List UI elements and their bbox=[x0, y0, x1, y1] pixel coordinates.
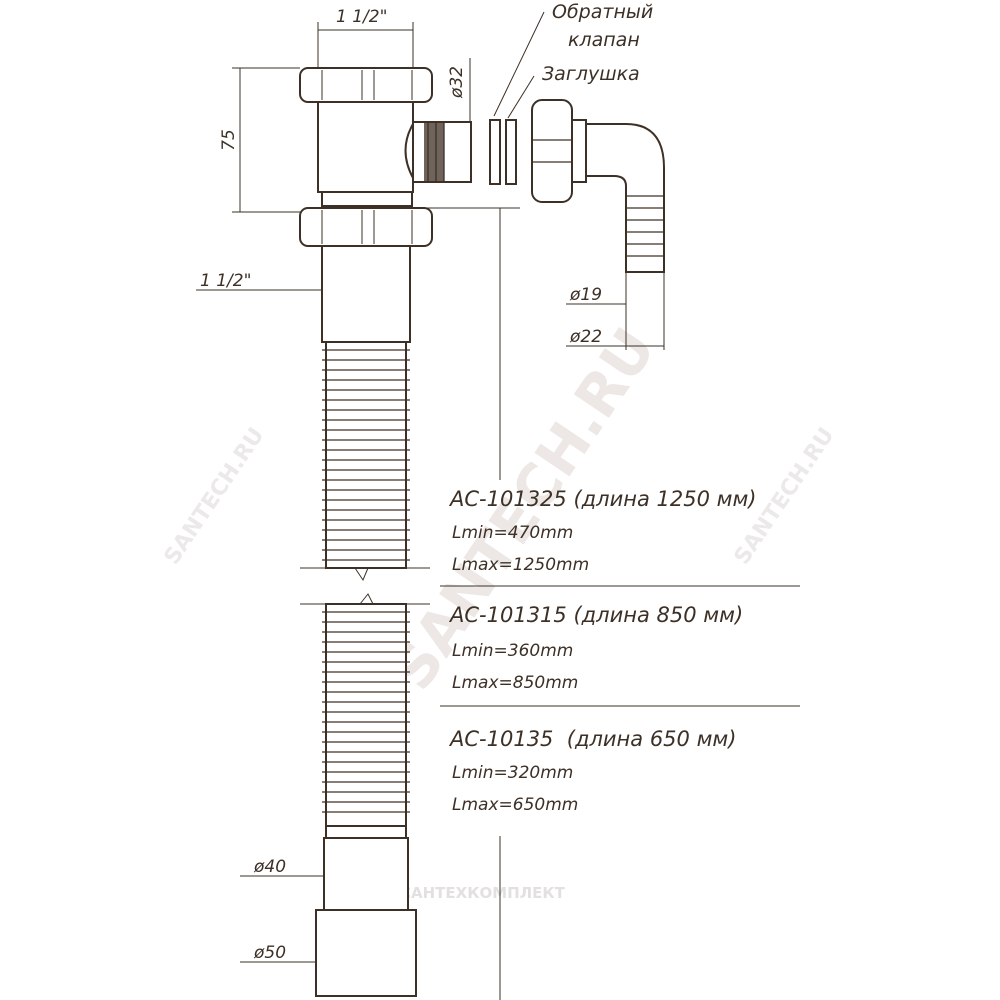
model-specs: AC-101325 (длина 1250 мм) Lmin=470mm Lma… bbox=[448, 487, 757, 815]
dim-bottom-inner: ø40 bbox=[253, 857, 286, 877]
model-lmax: Lmax=1250mm bbox=[452, 555, 589, 575]
dim-elbow-outer: ø22 bbox=[569, 327, 602, 347]
label-plug: Заглушка bbox=[542, 63, 640, 85]
dim-top-thread: 1 1/2" bbox=[336, 7, 387, 27]
bottom-fitting bbox=[315, 825, 417, 997]
model-lmin: Lmin=320mm bbox=[452, 763, 573, 783]
dim-side-diameter: ø32 bbox=[447, 66, 467, 99]
dim-bottom-outer: ø50 bbox=[253, 943, 286, 963]
elbow-connector bbox=[585, 123, 665, 273]
model-lmin: Lmin=360mm bbox=[452, 641, 573, 661]
thread-marks bbox=[424, 122, 445, 182]
tee-fitting bbox=[299, 67, 472, 343]
label-check-valve-1: Обратный bbox=[552, 1, 653, 23]
model-name: AC-101325 (длина 1250 мм) bbox=[448, 487, 757, 511]
dimension-lines bbox=[196, 11, 800, 1000]
plug-cap bbox=[531, 99, 587, 203]
model-name: AC-10135 (длина 650 мм) bbox=[448, 727, 736, 751]
dim-elbow-inner: ø19 bbox=[569, 285, 602, 305]
model-lmax: Lmax=650mm bbox=[452, 795, 578, 815]
corrugated-hose-upper bbox=[300, 341, 430, 582]
dim-height: 75 bbox=[219, 129, 239, 151]
watermark-side-left: SANTECH.RU bbox=[160, 423, 270, 569]
model-lmin: Lmin=470mm bbox=[452, 523, 573, 543]
dim-lower-thread: 1 1/2" bbox=[200, 271, 251, 291]
corrugated-hose-lower bbox=[300, 593, 430, 827]
watermark-brand: САНТЕХКОМПЛЕКТ bbox=[400, 884, 566, 902]
model-lmax: Lmax=850mm bbox=[452, 673, 578, 693]
label-check-valve-2: клапан bbox=[568, 29, 640, 51]
check-valve bbox=[489, 119, 517, 185]
model-name: AC-101315 (длина 850 мм) bbox=[448, 603, 743, 627]
